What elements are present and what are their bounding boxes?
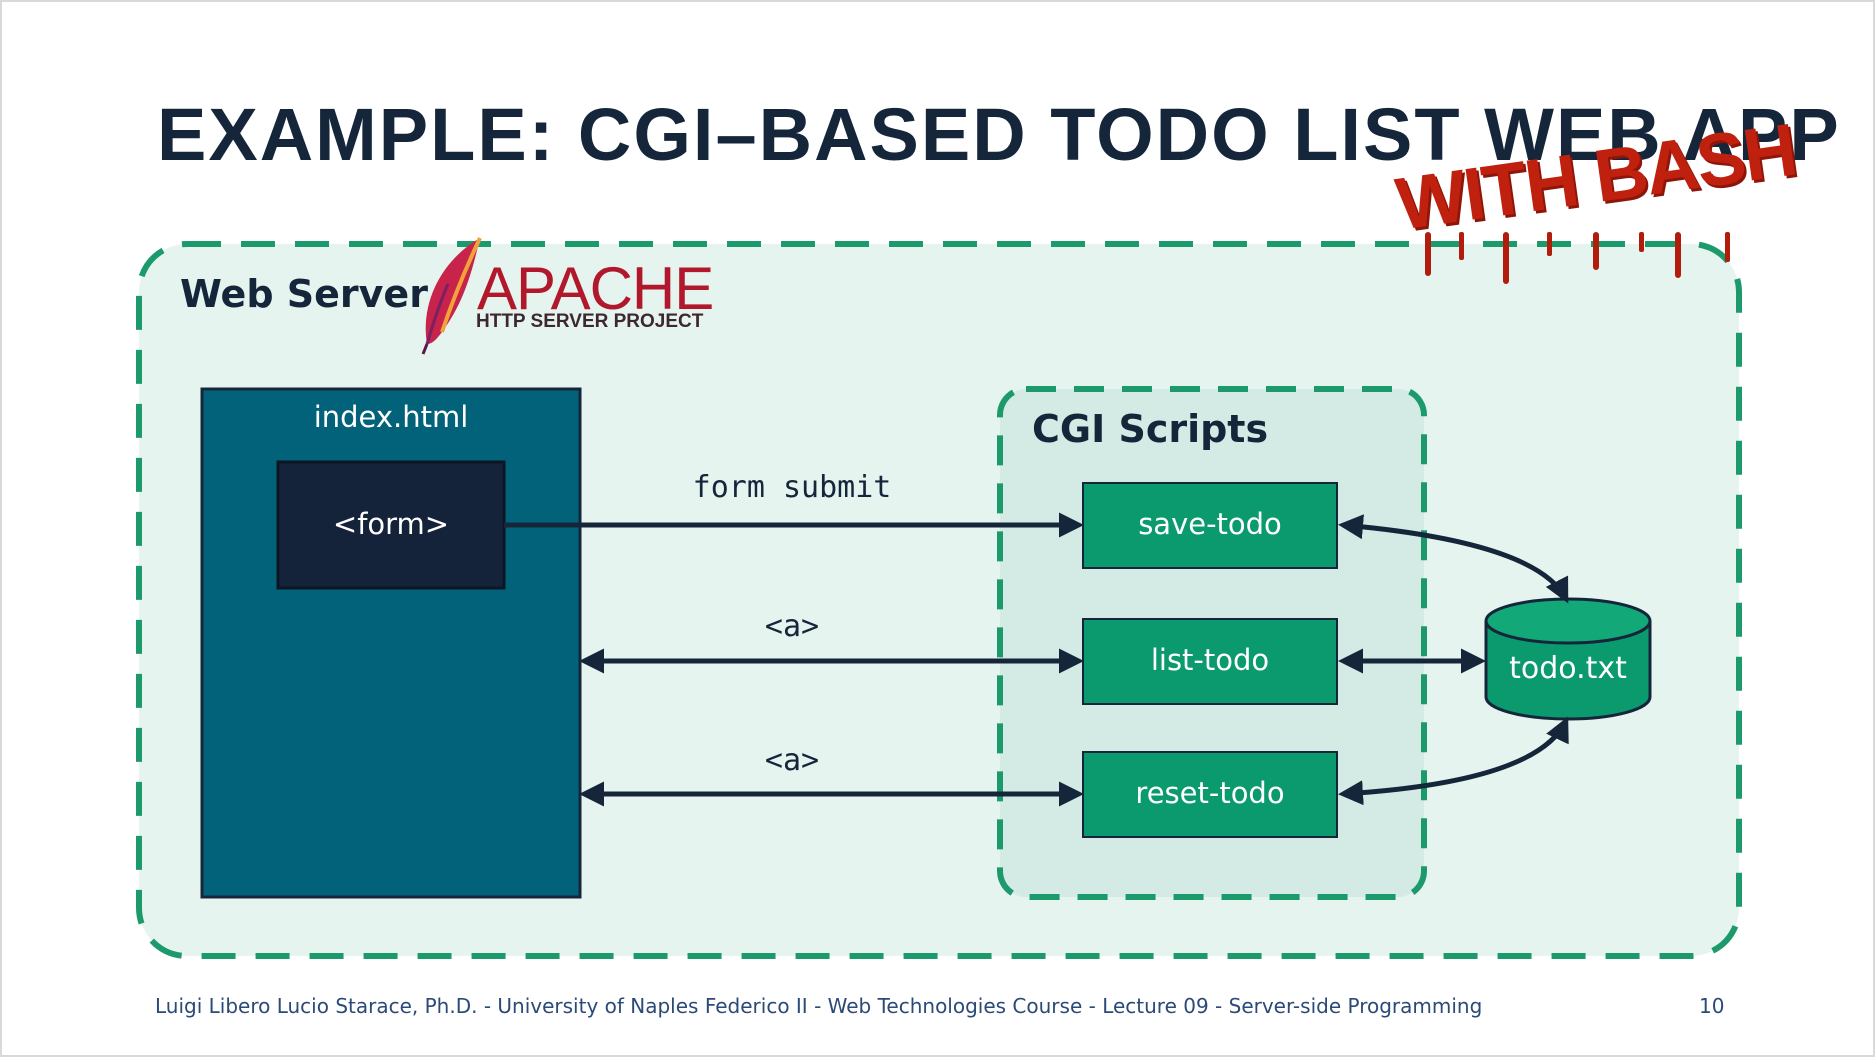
apache-logo-subtitle: HTTP SERVER PROJECT [476,311,704,332]
slide-footer: Luigi Libero Lucio Starace, Ph.D. - Univ… [155,994,1483,1018]
save-todo-label: save-todo [1138,507,1282,541]
list-link-label: <a> [764,609,820,644]
script-save-todo [1082,482,1338,569]
edge-reset-todo-file [1338,716,1569,806]
form-submit-label: form submit [692,470,892,505]
page-number: 10 [1699,994,1725,1018]
reset-todo-label: reset-todo [1135,776,1285,810]
cgi-scripts-label: CGI Scripts [1032,407,1269,451]
list-todo-label: list-todo [1150,643,1270,677]
edge-save-todo-file [1338,514,1569,604]
reset-link-label: <a> [764,743,820,778]
todo-txt-label: todo.txt [1509,651,1627,686]
blood-drips-icon [1425,232,1730,284]
apache-logo-text: APACHE [477,255,714,322]
script-reset-todo [1082,751,1338,838]
form-element [276,460,506,590]
apache-feather-icon [421,237,482,355]
web-server-label: Web Server [180,272,428,316]
form-label: <form> [332,507,450,541]
cylinder-database-icon [1484,597,1652,721]
index-html-label: index.html [313,400,469,434]
slide-title: EXAMPLE: CGI–BASED TODO LIST WEB APP [157,93,1841,176]
